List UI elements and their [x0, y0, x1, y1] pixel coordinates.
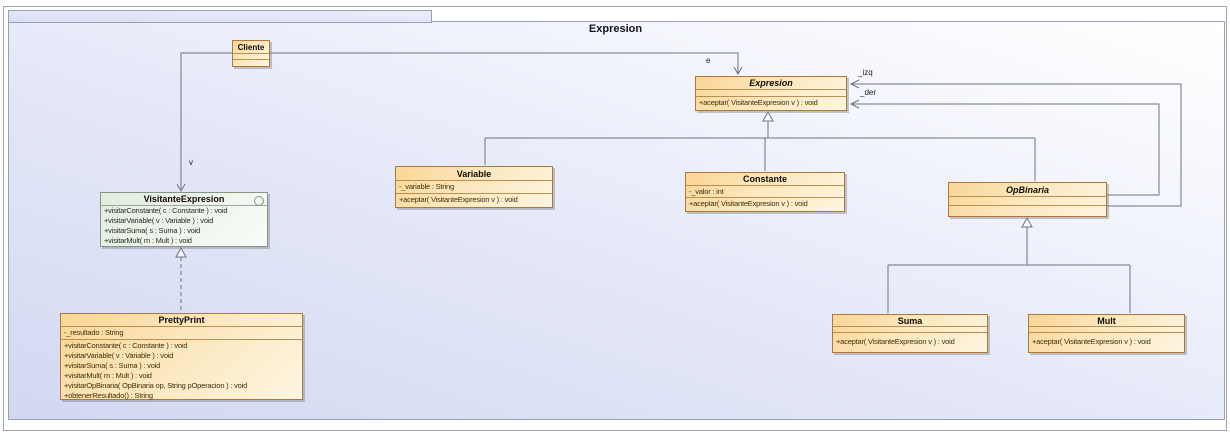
association-label-v: v: [189, 158, 193, 167]
association-label-e: e: [706, 56, 711, 65]
class-title: Expresion: [696, 77, 846, 90]
interface-title: VisitanteExpresion: [101, 193, 267, 206]
method: +visitarConstante( c : Constante ) : voi…: [64, 341, 188, 350]
methods-compartment: +aceptar( VisitanteExpresion v ) : void: [833, 333, 987, 352]
class-title: PrettyPrint: [61, 314, 302, 327]
method: +visitarMult( m : Mult ) : void: [104, 236, 192, 245]
class-cliente[interactable]: Cliente: [232, 40, 270, 67]
attribute: -_valor : int: [689, 187, 724, 196]
class-suma[interactable]: Suma +aceptar( VisitanteExpresion v ) : …: [832, 314, 988, 353]
class-title: Cliente: [233, 41, 269, 54]
association-cliente-visitante: [176, 52, 232, 193]
association-cliente-expresion: [270, 52, 743, 76]
attributes-compartment: -_resultado : String: [61, 327, 302, 340]
class-expresion[interactable]: Expresion +aceptar( VisitanteExpresion v…: [695, 76, 847, 111]
interface-circle-icon: [254, 196, 264, 206]
class-title: Constante: [686, 173, 844, 186]
class-title: Variable: [396, 167, 552, 181]
association-opbinaria-der: [849, 99, 1160, 196]
methods-compartment: [233, 60, 269, 66]
method: +visitarVariable( v : Variable ) : void: [64, 351, 174, 360]
class-title: Mult: [1029, 315, 1184, 327]
class-prettyprint[interactable]: PrettyPrint -_resultado : String +visita…: [60, 313, 303, 400]
generalization-to-expresion: [484, 110, 1036, 181]
methods-compartment: +aceptar( VisitanteExpresion v ) : void: [696, 97, 846, 110]
method: +aceptar( VisitanteExpresion v ) : void: [689, 199, 808, 208]
association-label-der: _der: [860, 88, 877, 97]
attributes-compartment: [949, 197, 1106, 206]
method: +aceptar( VisitanteExpresion v ) : void: [399, 195, 518, 204]
method: +aceptar( VisitanteExpresion v ) : void: [836, 337, 955, 346]
method: +aceptar( VisitanteExpresion v ) : void: [699, 98, 818, 107]
class-mult[interactable]: Mult +aceptar( VisitanteExpresion v ) : …: [1028, 314, 1185, 353]
method: +aceptar( VisitanteExpresion v ) : void: [1032, 337, 1151, 346]
attributes-compartment: [233, 54, 269, 60]
attribute: -_resultado : String: [64, 328, 124, 337]
methods-compartment: +aceptar( VisitanteExpresion v ) : void: [1029, 333, 1184, 352]
method: +obtenerResultado() : String: [64, 391, 153, 400]
attributes-compartment: -_variable : String: [396, 181, 552, 194]
methods-compartment: +aceptar( VisitanteExpresion v ) : void: [396, 194, 552, 207]
method: +visitarSuma( s : Suma ) : void: [64, 361, 161, 370]
class-title: Suma: [833, 315, 987, 327]
method: +visitarVariable( v : Variable ) : void: [104, 216, 214, 225]
methods-compartment: +aceptar( VisitanteExpresion v ) : void: [686, 198, 844, 211]
attributes-compartment: [833, 327, 987, 333]
methods-compartment: [949, 206, 1106, 216]
interface-title-label: VisitanteExpresion: [143, 194, 225, 204]
association-label-izq: _izq: [858, 68, 873, 77]
method: +visitarConstante( c : Constante ) : voi…: [104, 206, 228, 215]
interface-visitante-expresion[interactable]: VisitanteExpresion +visitarConstante( c …: [100, 192, 268, 247]
methods-compartment: +visitarConstante( c : Constante ) : voi…: [101, 206, 267, 247]
class-constante[interactable]: Constante -_valor : int +aceptar( Visita…: [685, 172, 845, 212]
generalization-to-opbinaria: [887, 216, 1131, 313]
attributes-compartment: [1029, 327, 1184, 333]
package-tab[interactable]: [8, 10, 432, 23]
association-opbinaria-izq: [849, 79, 1182, 207]
class-opbinaria[interactable]: OpBinaria: [948, 182, 1107, 217]
realization-prettyprint-visitante: [175, 246, 187, 312]
method: +visitarMult( m : Mult ) : void: [64, 371, 152, 380]
diagram-title: Expresion: [588, 23, 643, 35]
class-variable[interactable]: Variable -_variable : String +aceptar( V…: [395, 166, 553, 208]
attribute: -_variable : String: [399, 182, 454, 191]
method: +visitarOpBinaria( OpBinaria op, String …: [64, 381, 248, 390]
methods-compartment: +visitarConstante( c : Constante ) : voi…: [61, 340, 302, 400]
attributes-compartment: -_valor : int: [686, 186, 844, 198]
class-title: OpBinaria: [949, 183, 1106, 197]
method: +visitarSuma( s : Suma ) : void: [104, 226, 201, 235]
attributes-compartment: [696, 90, 846, 97]
